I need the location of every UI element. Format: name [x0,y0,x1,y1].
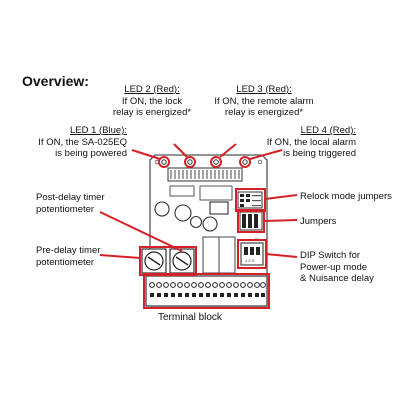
resistor-block [209,201,229,215]
led1-line2: is being powered [55,148,127,159]
components [154,201,229,232]
dip-line3: & Nuisance delay [300,273,374,284]
capacitor [154,201,170,217]
ic-chip-small [169,185,195,197]
capacitor [202,216,218,232]
circuit-board-outline [149,154,268,307]
header-pins [170,170,240,179]
potentiometers-highlight [139,246,197,276]
callout-highlights [139,156,270,309]
led4-line1: If ON, the local alarm [266,136,356,148]
led2-line1: If ON, the lock [121,95,183,107]
post-delay-line2: potentiometer [36,203,95,215]
led1-line [131,149,161,160]
ic-chip [199,185,233,201]
led1-highlight [158,156,170,168]
dip-line1: DIP Switch for [300,250,361,261]
led-indicators [161,159,248,165]
jumper-block [239,211,263,231]
relock-jumper-block [237,191,263,209]
jumpers-label: Jumpers [300,216,337,227]
led2-name: LED 2 (Red): [124,84,180,95]
led3-indicator [213,159,219,165]
led4-callout-label: LED 4 (Red): If ON, the local alarm is b… [256,125,356,160]
led2-line [173,143,188,158]
led4-name: LED 4 (Red): [300,125,356,136]
led4-indicator [242,159,248,165]
relock-highlight [235,188,266,212]
page-title: Overview: [22,73,89,89]
dip-digits: 1 2 3 [245,258,255,263]
header-strip [167,167,243,182]
capacitor [189,215,203,229]
post-delay-potentiometer [169,248,195,274]
led3-line1: If ON, the remote alarm [214,95,314,107]
led3-line2: relay is energized* [224,107,304,118]
terminal-block [145,275,268,307]
led1-name: LED 1 (Blue): [69,125,127,136]
jumpers-line [263,219,298,222]
led3-name: LED 3 (Red): [236,84,292,95]
dip-switch [240,242,264,266]
relock-jumper-pins [240,194,250,207]
relay-box [202,236,236,274]
dip-line [265,253,298,258]
post-delay-line1: Post-delay timer [36,192,105,203]
dip-line2: Power-up mode [300,261,368,273]
pre-delay-line [99,254,141,259]
terminal-highlight [143,273,270,309]
relock-jumper-text [252,195,261,207]
pre-delay-line1: Pre-delay timer [36,245,101,256]
relock-jumpers-label: Relock mode jumpers [300,191,392,202]
dip-highlight [237,239,267,269]
post-delay-callout-label: Post-delay timer potentiometer [36,192,105,215]
mounting-hole [257,159,263,165]
led3-line [219,143,237,158]
pre-delay-line2: potentiometer [36,256,95,268]
led3-highlight [210,156,222,168]
mounting-hole [154,159,160,165]
led2-indicator [187,159,193,165]
terminal-screws [149,282,266,288]
led2-line2: relay is energized* [112,107,192,118]
led2-highlight [184,156,196,168]
terminal-block-label: Terminal block [158,312,222,323]
capacitor [174,204,192,222]
dip-switch-callout-label: DIP Switch for Power-up mode & Nuisance … [300,250,374,285]
pre-delay-potentiometer [141,248,167,274]
dip-switch-toggles [244,247,260,255]
led3-callout-label: LED 3 (Red): If ON, the remote alarm rel… [204,84,324,119]
pre-delay-callout-label: Pre-delay timer potentiometer [36,245,100,268]
led4-highlight [239,156,251,168]
led4-line2: is being triggered [283,148,356,159]
jumper-pins [242,214,258,228]
led1-indicator [161,159,167,165]
callout-lines [99,143,298,259]
led1-line1: If ON, the SA-025EQ [38,136,127,148]
post-delay-line [99,211,183,252]
terminal-slots [150,293,265,297]
relock-line [264,194,298,200]
led1-callout-label: LED 1 (Blue): If ON, the SA-025EQ is bei… [24,125,127,160]
led2-callout-label: LED 2 (Red): If ON, the lock relay is en… [110,84,194,119]
jumpers-highlight [237,209,265,233]
dip-on-label: ON [254,237,260,242]
